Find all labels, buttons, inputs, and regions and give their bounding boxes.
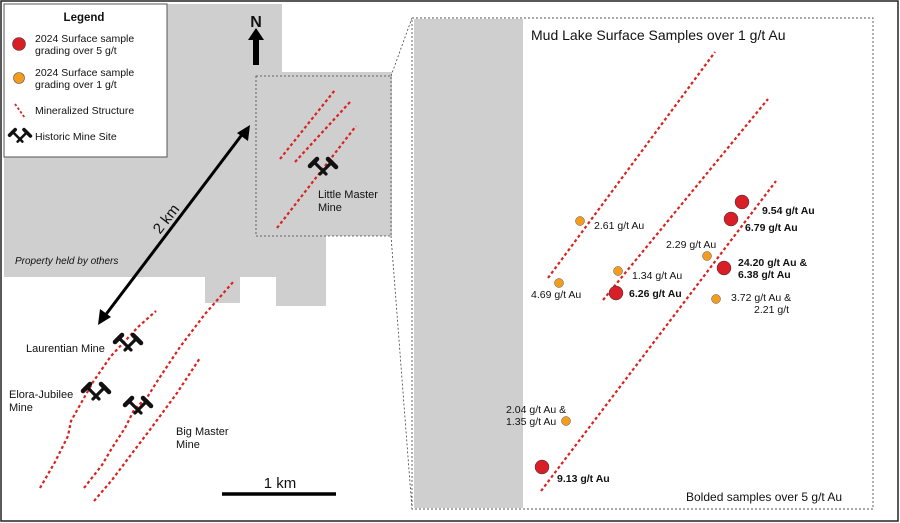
property-label: Property held by others (15, 256, 118, 267)
mine-label: Laurentian Mine (26, 343, 105, 355)
sample-label: 6.79 g/t Au (745, 222, 798, 234)
inset-footnote: Bolded samples over 5 g/t Au (686, 490, 842, 504)
legend-item-label: Historic Mine Site (35, 131, 117, 143)
sample-label: 4.69 g/t Au (531, 289, 581, 301)
red-circle-icon (12, 37, 26, 51)
orange-circle-icon (13, 72, 25, 84)
sample-label: 2.04 g/t Au & 1.35 g/t Au (506, 404, 569, 428)
inset-structures (540, 51, 777, 492)
low-grade-sample-marker (613, 266, 623, 276)
mine-label: Elora-Jubilee Mine (9, 389, 76, 414)
sample-label: 24.20 g/t Au & 6.38 g/t Au (738, 257, 810, 281)
low-grade-sample-marker (561, 416, 571, 426)
inset-connector-lines (390, 17, 413, 510)
low-grade-sample-marker (711, 294, 721, 304)
legend-title: Legend (64, 12, 105, 24)
high-grade-sample-marker (534, 459, 550, 475)
north-arrow: N (248, 14, 264, 65)
inset-title: Mud Lake Surface Samples over 1 g/t Au (531, 27, 785, 43)
legend-item-label: 2024 Surface sample grading over 1 g/t (35, 67, 137, 91)
distance-arrow (98, 125, 250, 325)
legend-item-label: 2024 Surface sample grading over 5 g/t (35, 33, 137, 57)
legend: Legend 2024 Surface sample grading over … (3, 3, 168, 158)
legend-item-label: Mineralized Structure (35, 105, 134, 117)
sample-label: 2.61 g/t Au (594, 220, 644, 232)
sample-label: 6.26 g/t Au (629, 288, 682, 300)
mineralized-structures-north (276, 89, 357, 229)
low-grade-sample-marker (554, 278, 564, 288)
scale-bar: 1 km (222, 475, 336, 496)
sample-label: 9.13 g/t Au (557, 473, 610, 485)
dashed-line-icon (14, 103, 26, 119)
inset-extent-box (255, 75, 392, 237)
sample-label: 3.72 g/t Au & 2.21 g/t (731, 292, 794, 316)
sample-label: 1.34 g/t Au (632, 270, 682, 282)
scale-label: 1 km (264, 475, 297, 492)
low-grade-sample-marker (702, 251, 712, 261)
low-grade-sample-marker (575, 216, 585, 226)
high-grade-sample-marker (723, 211, 739, 227)
high-grade-sample-marker (716, 260, 732, 276)
sample-label: 2.29 g/t Au (666, 239, 716, 251)
sample-label: 9.54 g/t Au (762, 205, 815, 217)
inset-map: Mud Lake Surface Samples over 1 g/t Au 9… (411, 17, 874, 510)
mine-label: Little Master Mine (318, 189, 381, 214)
north-label: N (250, 14, 262, 31)
inset-property-strip (414, 19, 523, 508)
high-grade-sample-marker (608, 285, 624, 301)
high-grade-sample-marker (734, 194, 750, 210)
mine-label: Big Master Mine (176, 426, 232, 451)
